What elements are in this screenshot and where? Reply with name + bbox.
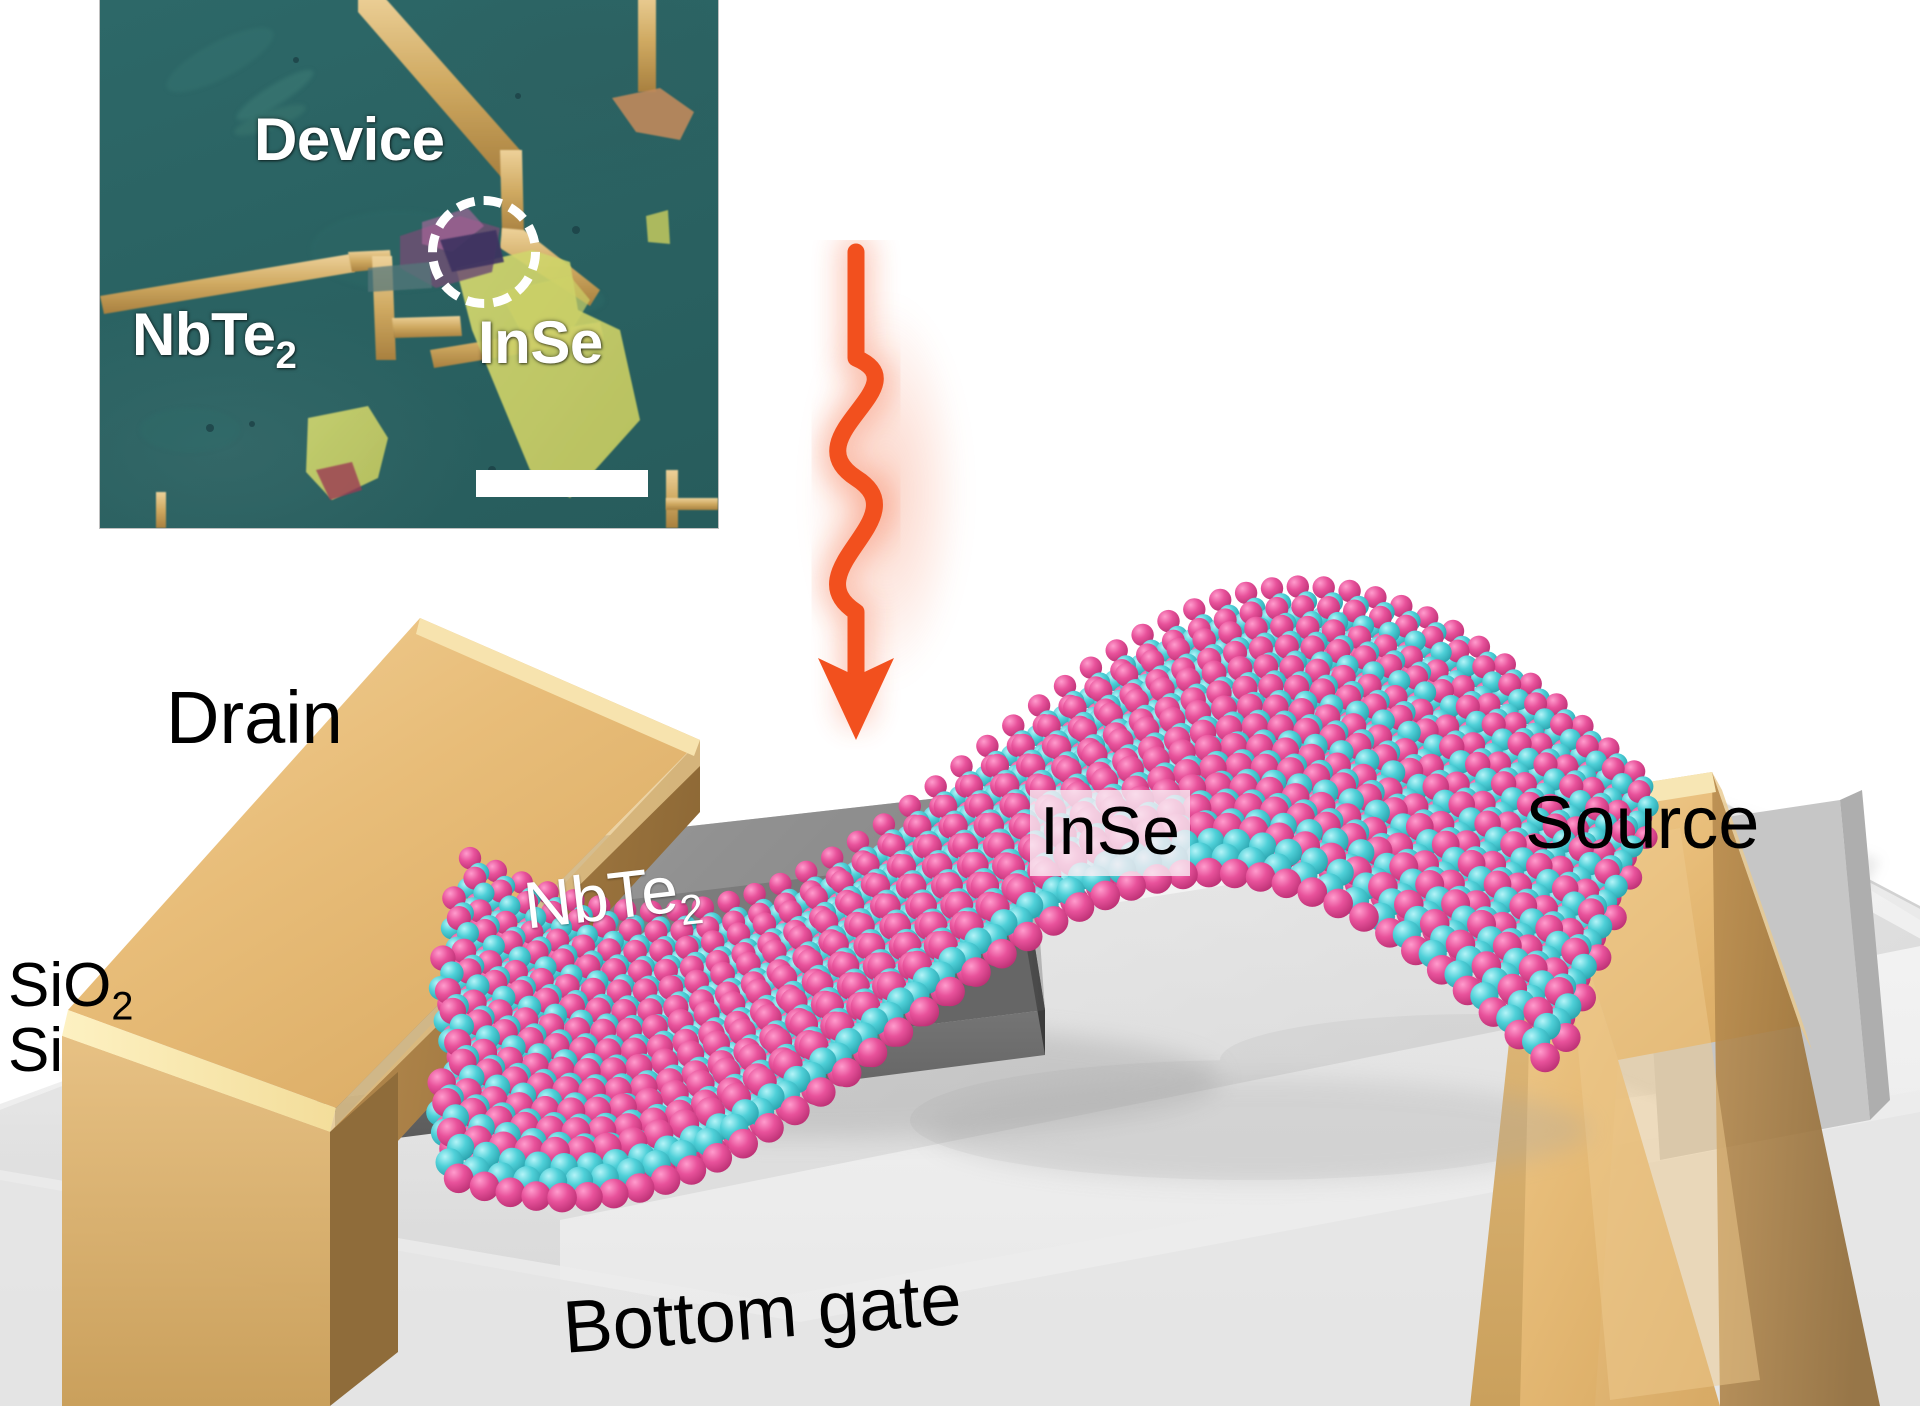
- gold-lead-top: [358, 0, 520, 178]
- light-beam-arrow-icon: [818, 240, 894, 740]
- inset-label-device: Device: [254, 106, 445, 173]
- si-label: Si: [8, 1016, 64, 1085]
- inset-label-nbte2: NbTe2: [132, 301, 297, 377]
- drain-label: Drain: [166, 676, 343, 759]
- optical-micrograph-inset: Device NbTe2 InSe: [100, 0, 718, 528]
- inset-label-inse: InSe: [478, 309, 603, 376]
- gold-lead-left: [100, 254, 355, 314]
- source-label: Source: [1525, 781, 1760, 864]
- scale-bar: [476, 470, 648, 497]
- inse-flake: [456, 250, 640, 498]
- device-highlight-circle: [428, 196, 540, 308]
- inse-lattice-label: InSe: [1030, 790, 1190, 876]
- sio2-label: SiO2: [8, 951, 134, 1029]
